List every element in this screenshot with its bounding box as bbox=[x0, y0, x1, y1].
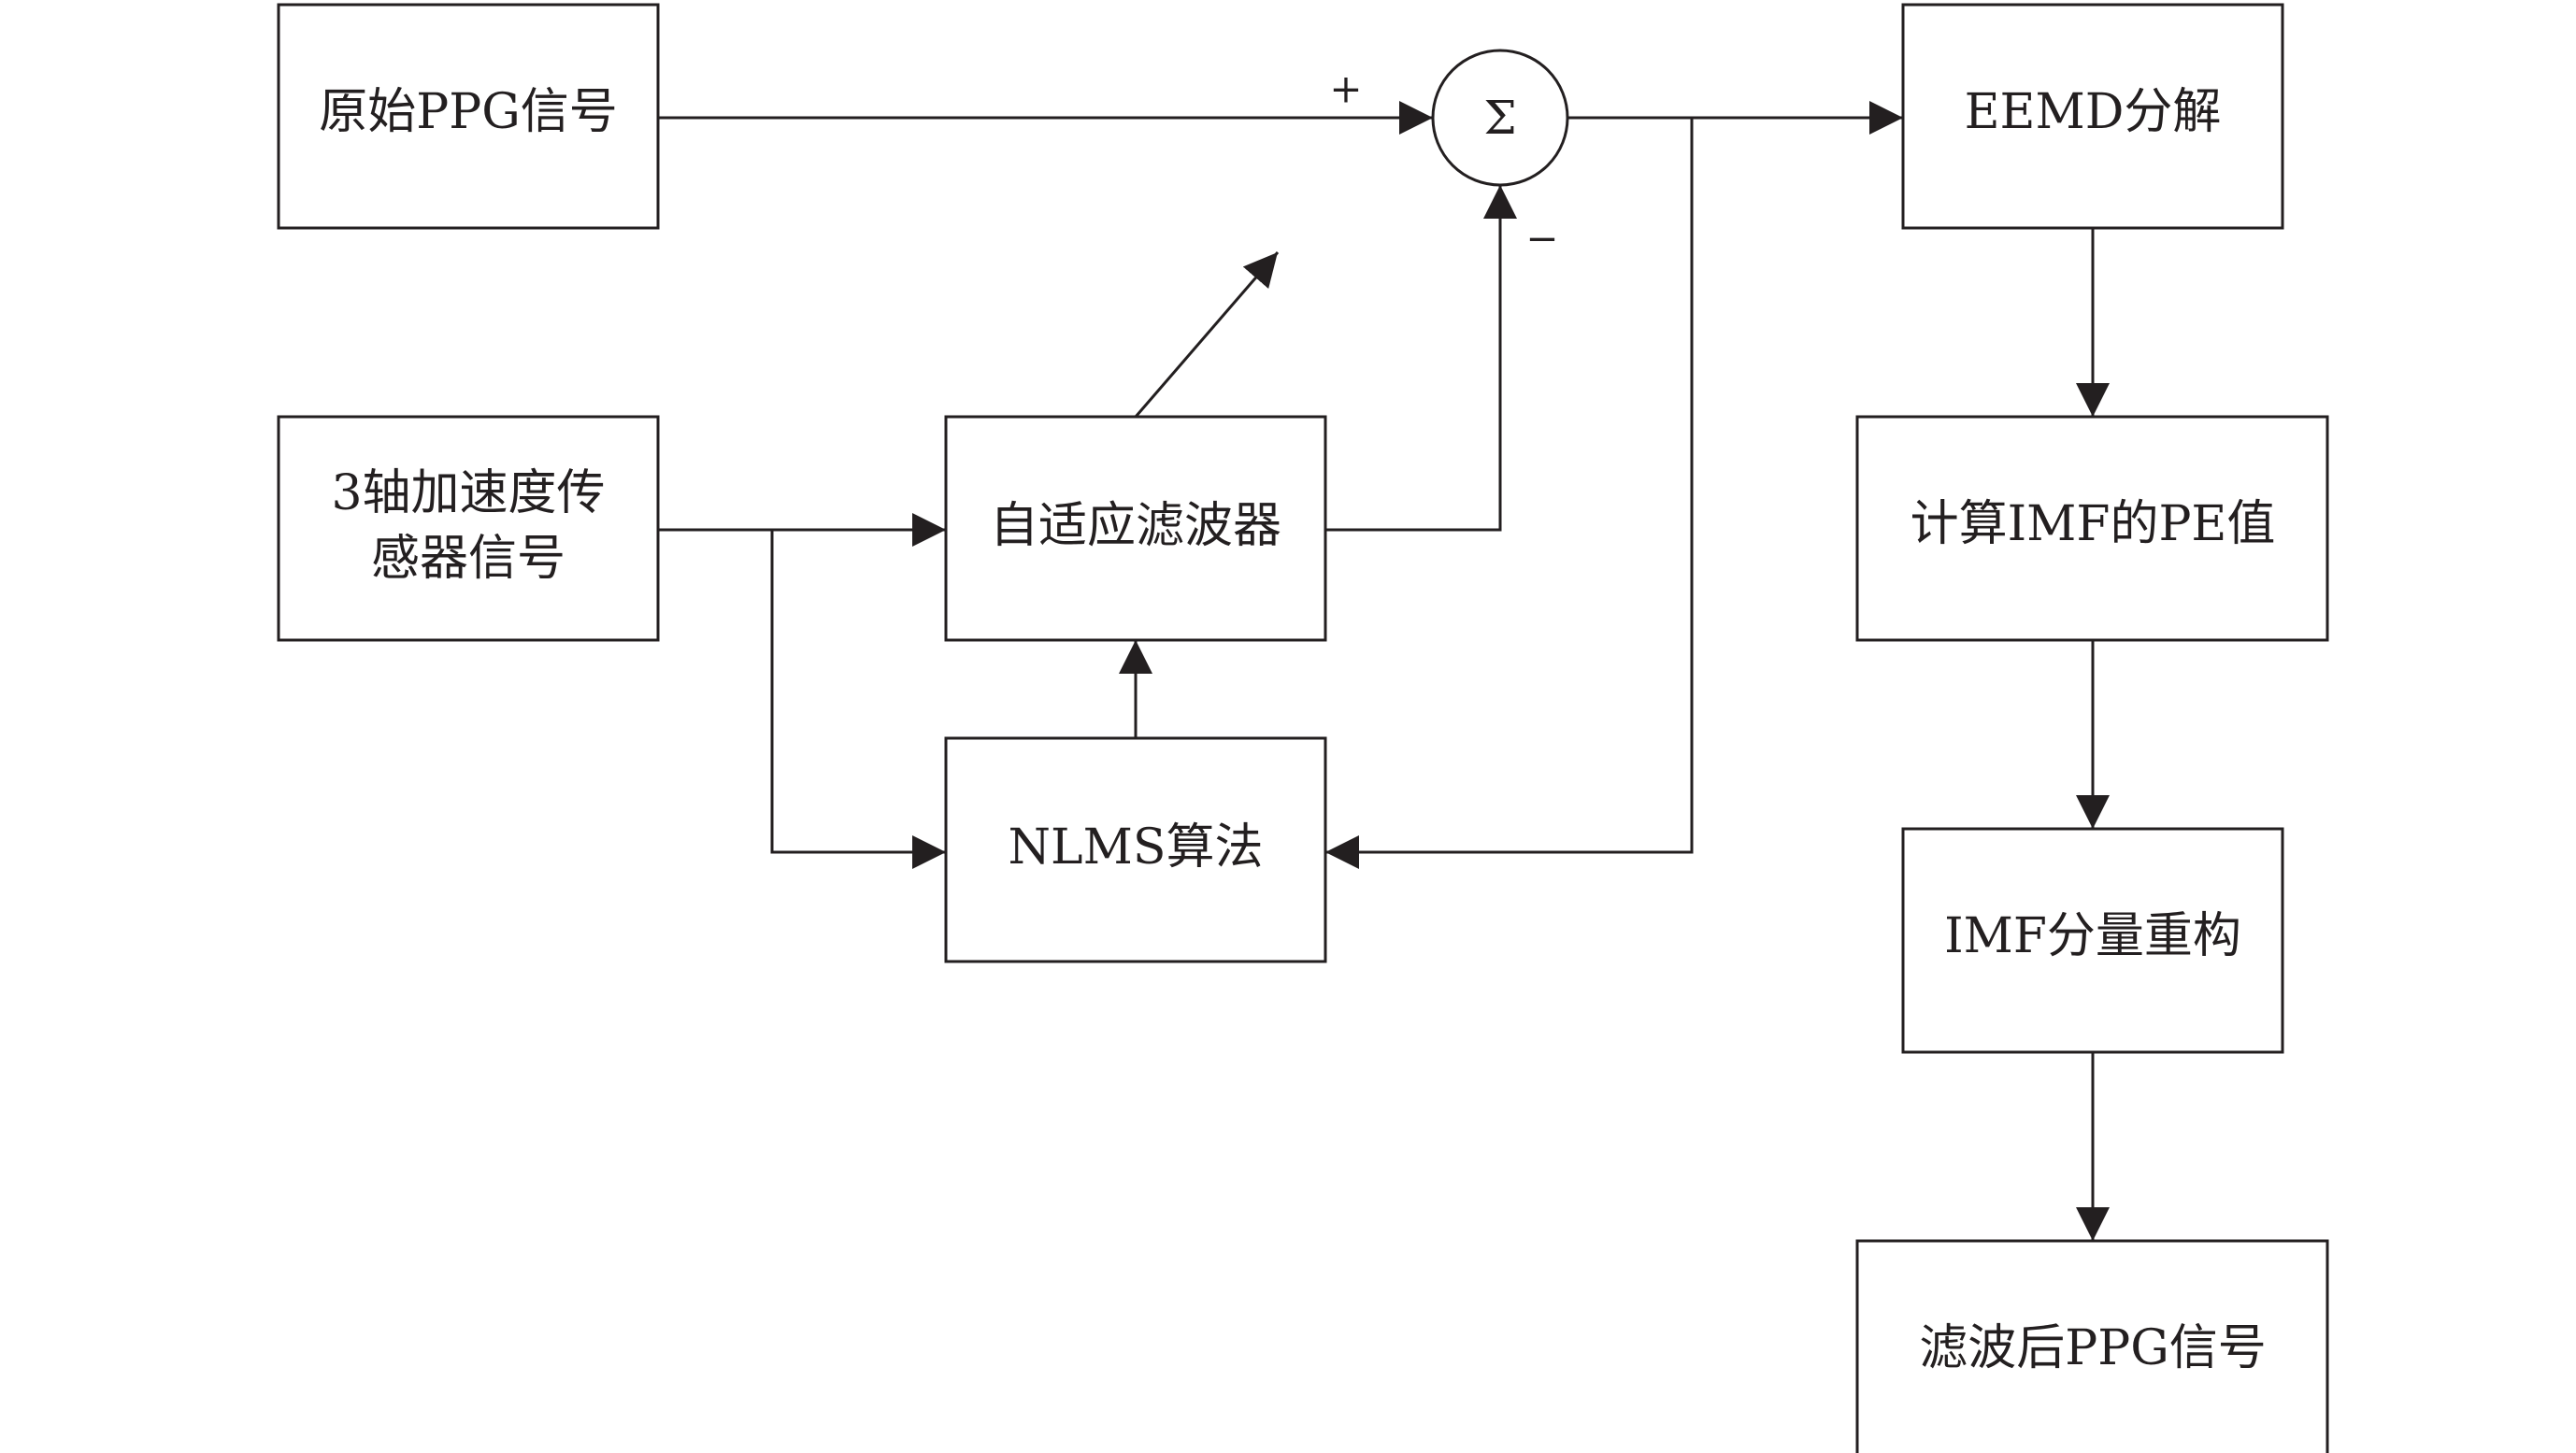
block-adaptive-filter: 自适应滤波器 bbox=[944, 415, 1327, 642]
arrow-error-to-nlms bbox=[1325, 118, 1694, 869]
block-imf-pe-label: 计算IMF的PE值 bbox=[1911, 496, 2276, 552]
block-imf-pe: 计算IMF的PE值 bbox=[1855, 415, 2329, 642]
block-filtered-ppg: 滤波后PPG信号 bbox=[1855, 1239, 2329, 1453]
block-nlms: NLMS算法 bbox=[944, 736, 1327, 963]
block-raw-ppg: 原始PPG信号 bbox=[277, 3, 660, 230]
block-accelerometer: 3轴加速度传 感器信号 bbox=[277, 415, 660, 642]
block-imf-recon-label: IMF分量重构 bbox=[1944, 908, 2241, 964]
block-filtered-ppg-label: 滤波后PPG信号 bbox=[1919, 1320, 2267, 1376]
arrow-filter-to-sum bbox=[1325, 185, 1517, 532]
summing-symbol: Σ bbox=[1483, 91, 1516, 145]
block-eemd-label: EEMD分解 bbox=[1965, 84, 2222, 140]
block-eemd: EEMD分解 bbox=[1901, 3, 2284, 230]
arrow-accel-to-nlms bbox=[770, 530, 946, 869]
block-imf-recon: IMF分量重构 bbox=[1901, 827, 2284, 1054]
block-nlms-label: NLMS算法 bbox=[1009, 819, 1264, 876]
block-accelerometer-label-line1: 3轴加速度传 bbox=[331, 465, 605, 521]
summing-junction: Σ + − bbox=[1329, 49, 1569, 262]
plus-sign: + bbox=[1329, 66, 1362, 112]
block-adaptive-filter-label: 自适应滤波器 bbox=[990, 498, 1281, 554]
block-accelerometer-label-line2: 感器信号 bbox=[371, 531, 565, 587]
adaptive-indicator-arrow bbox=[1134, 251, 1280, 418]
minus-sign: − bbox=[1525, 216, 1558, 262]
block-raw-ppg-label: 原始PPG信号 bbox=[319, 84, 618, 140]
